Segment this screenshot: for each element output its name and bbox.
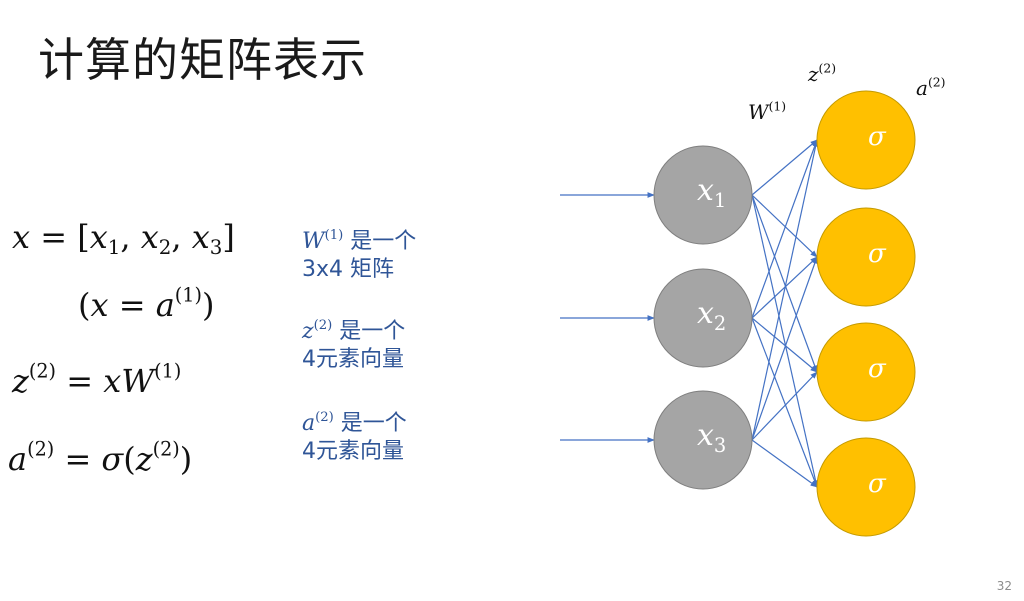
connection-edge	[751, 256, 818, 441]
output-node-label: σ	[868, 469, 886, 499]
output-node-label: σ	[868, 239, 886, 269]
equation-z-definition: z(2) = xW(1)	[12, 359, 182, 400]
input-node	[653, 145, 753, 245]
note-a-vector: a(2) 是一个 4元素向量	[302, 409, 407, 464]
output-node	[816, 437, 916, 537]
a-label: a(2)	[916, 74, 946, 100]
connection-edge	[751, 194, 818, 258]
page-number: 32	[996, 579, 1012, 593]
output-node-label: σ	[868, 354, 886, 384]
weights-label: W(1)	[748, 98, 787, 124]
equation-x-definition: x = [x1, x2, x3]	[12, 218, 235, 259]
note-weight-matrix: W(1) 是一个 3x4 矩阵	[302, 227, 417, 282]
connection-edge	[751, 439, 818, 488]
connection-edge	[751, 139, 818, 196]
connection-edge	[751, 371, 818, 441]
output-node	[816, 207, 916, 307]
output-node-label: σ	[868, 122, 886, 152]
connection-edge	[751, 317, 818, 373]
note-z-vector: z(2) 是一个 4元素向量	[302, 317, 406, 372]
input-node-label: x2	[697, 296, 727, 335]
equation-a-definition: a(2) = σ(z(2))	[8, 437, 193, 478]
output-node	[816, 322, 916, 422]
connection-edge	[751, 139, 818, 319]
input-node-label: x1	[697, 173, 727, 212]
output-node	[816, 90, 916, 190]
connection-edge	[751, 139, 819, 441]
z-label: z(2)	[808, 60, 837, 86]
connection-edge	[751, 317, 818, 488]
equation-x-alias: (x = a(1))	[78, 283, 215, 324]
input-node	[653, 390, 753, 490]
slide-title: 计算的矩阵表示	[38, 33, 367, 87]
input-node-label: x3	[697, 418, 727, 457]
connection-edge	[751, 194, 818, 373]
input-node	[653, 268, 753, 368]
connection-edge	[751, 194, 819, 488]
